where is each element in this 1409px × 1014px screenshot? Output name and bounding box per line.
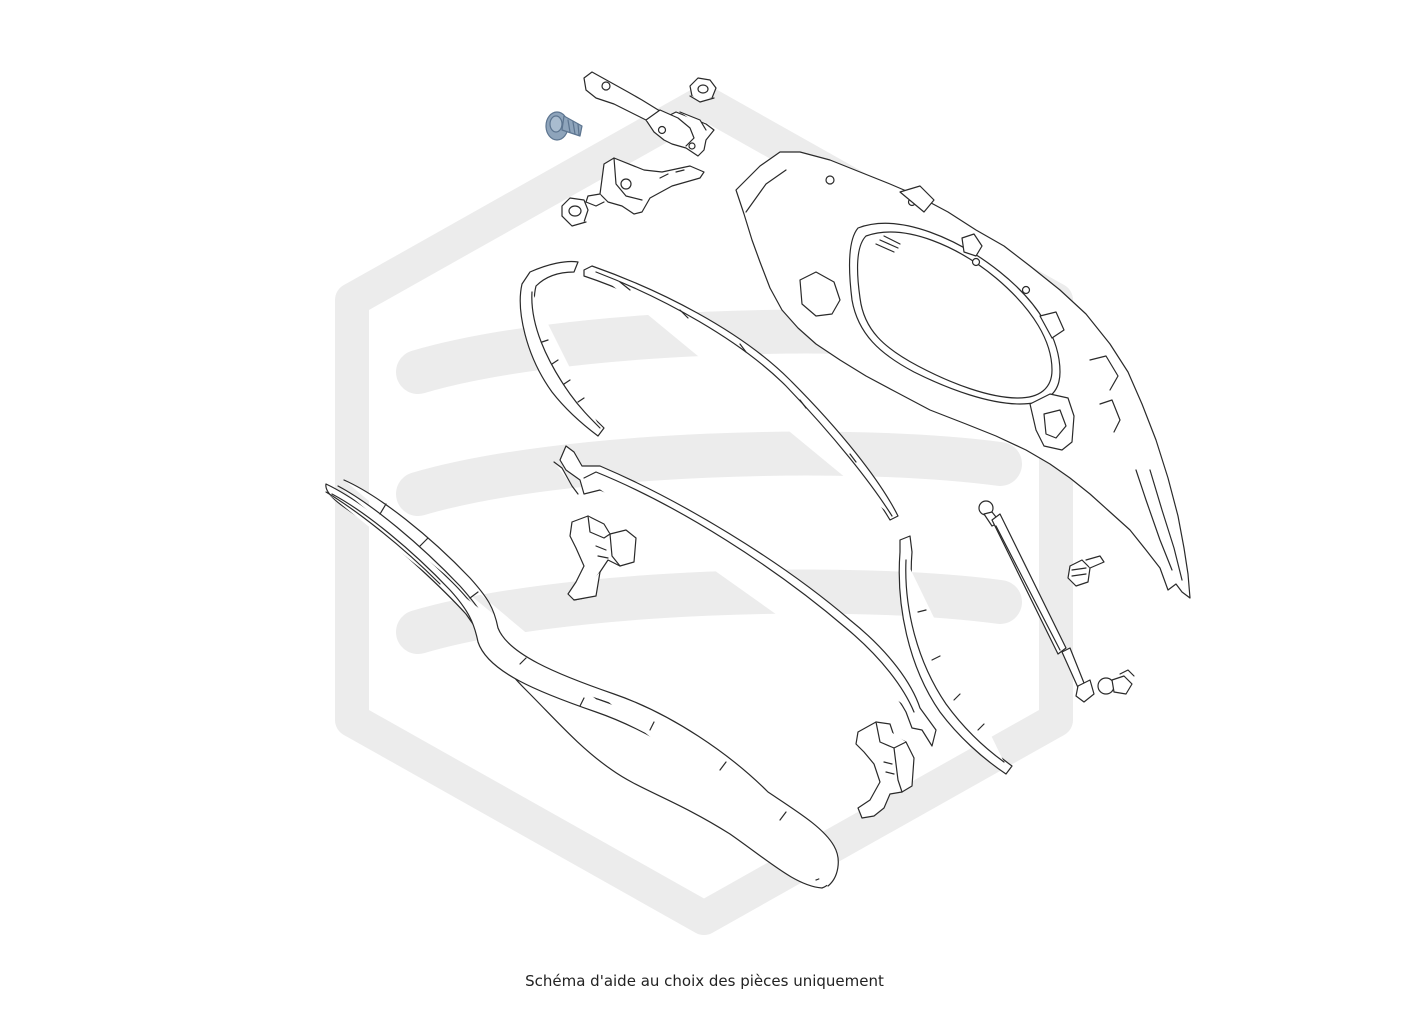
side-seal-left[interactable]	[520, 261, 604, 436]
latch-clip-left[interactable]	[568, 516, 636, 600]
gas-strut[interactable]	[979, 501, 1094, 702]
upper-bracket[interactable]	[584, 72, 714, 156]
screw-bolt[interactable]	[546, 112, 582, 140]
lower-seal-strip[interactable]	[554, 446, 936, 746]
flange-nut-top[interactable]	[690, 78, 716, 102]
latch-clip-right[interactable]	[856, 722, 914, 818]
large-door-seal[interactable]	[326, 480, 838, 888]
flange-nut[interactable]	[562, 198, 588, 226]
side-seal-right[interactable]	[899, 536, 1012, 774]
watermark-stripe	[396, 431, 1022, 516]
hinge-bracket[interactable]	[586, 158, 704, 214]
bump-stop[interactable]	[1068, 556, 1104, 586]
tailgate-panel[interactable]	[736, 152, 1190, 598]
upper-seal-strip[interactable]	[584, 266, 898, 520]
diagram-caption: Schéma d'aide au choix des pièces unique…	[525, 972, 884, 990]
ball-stud[interactable]	[1098, 670, 1134, 694]
